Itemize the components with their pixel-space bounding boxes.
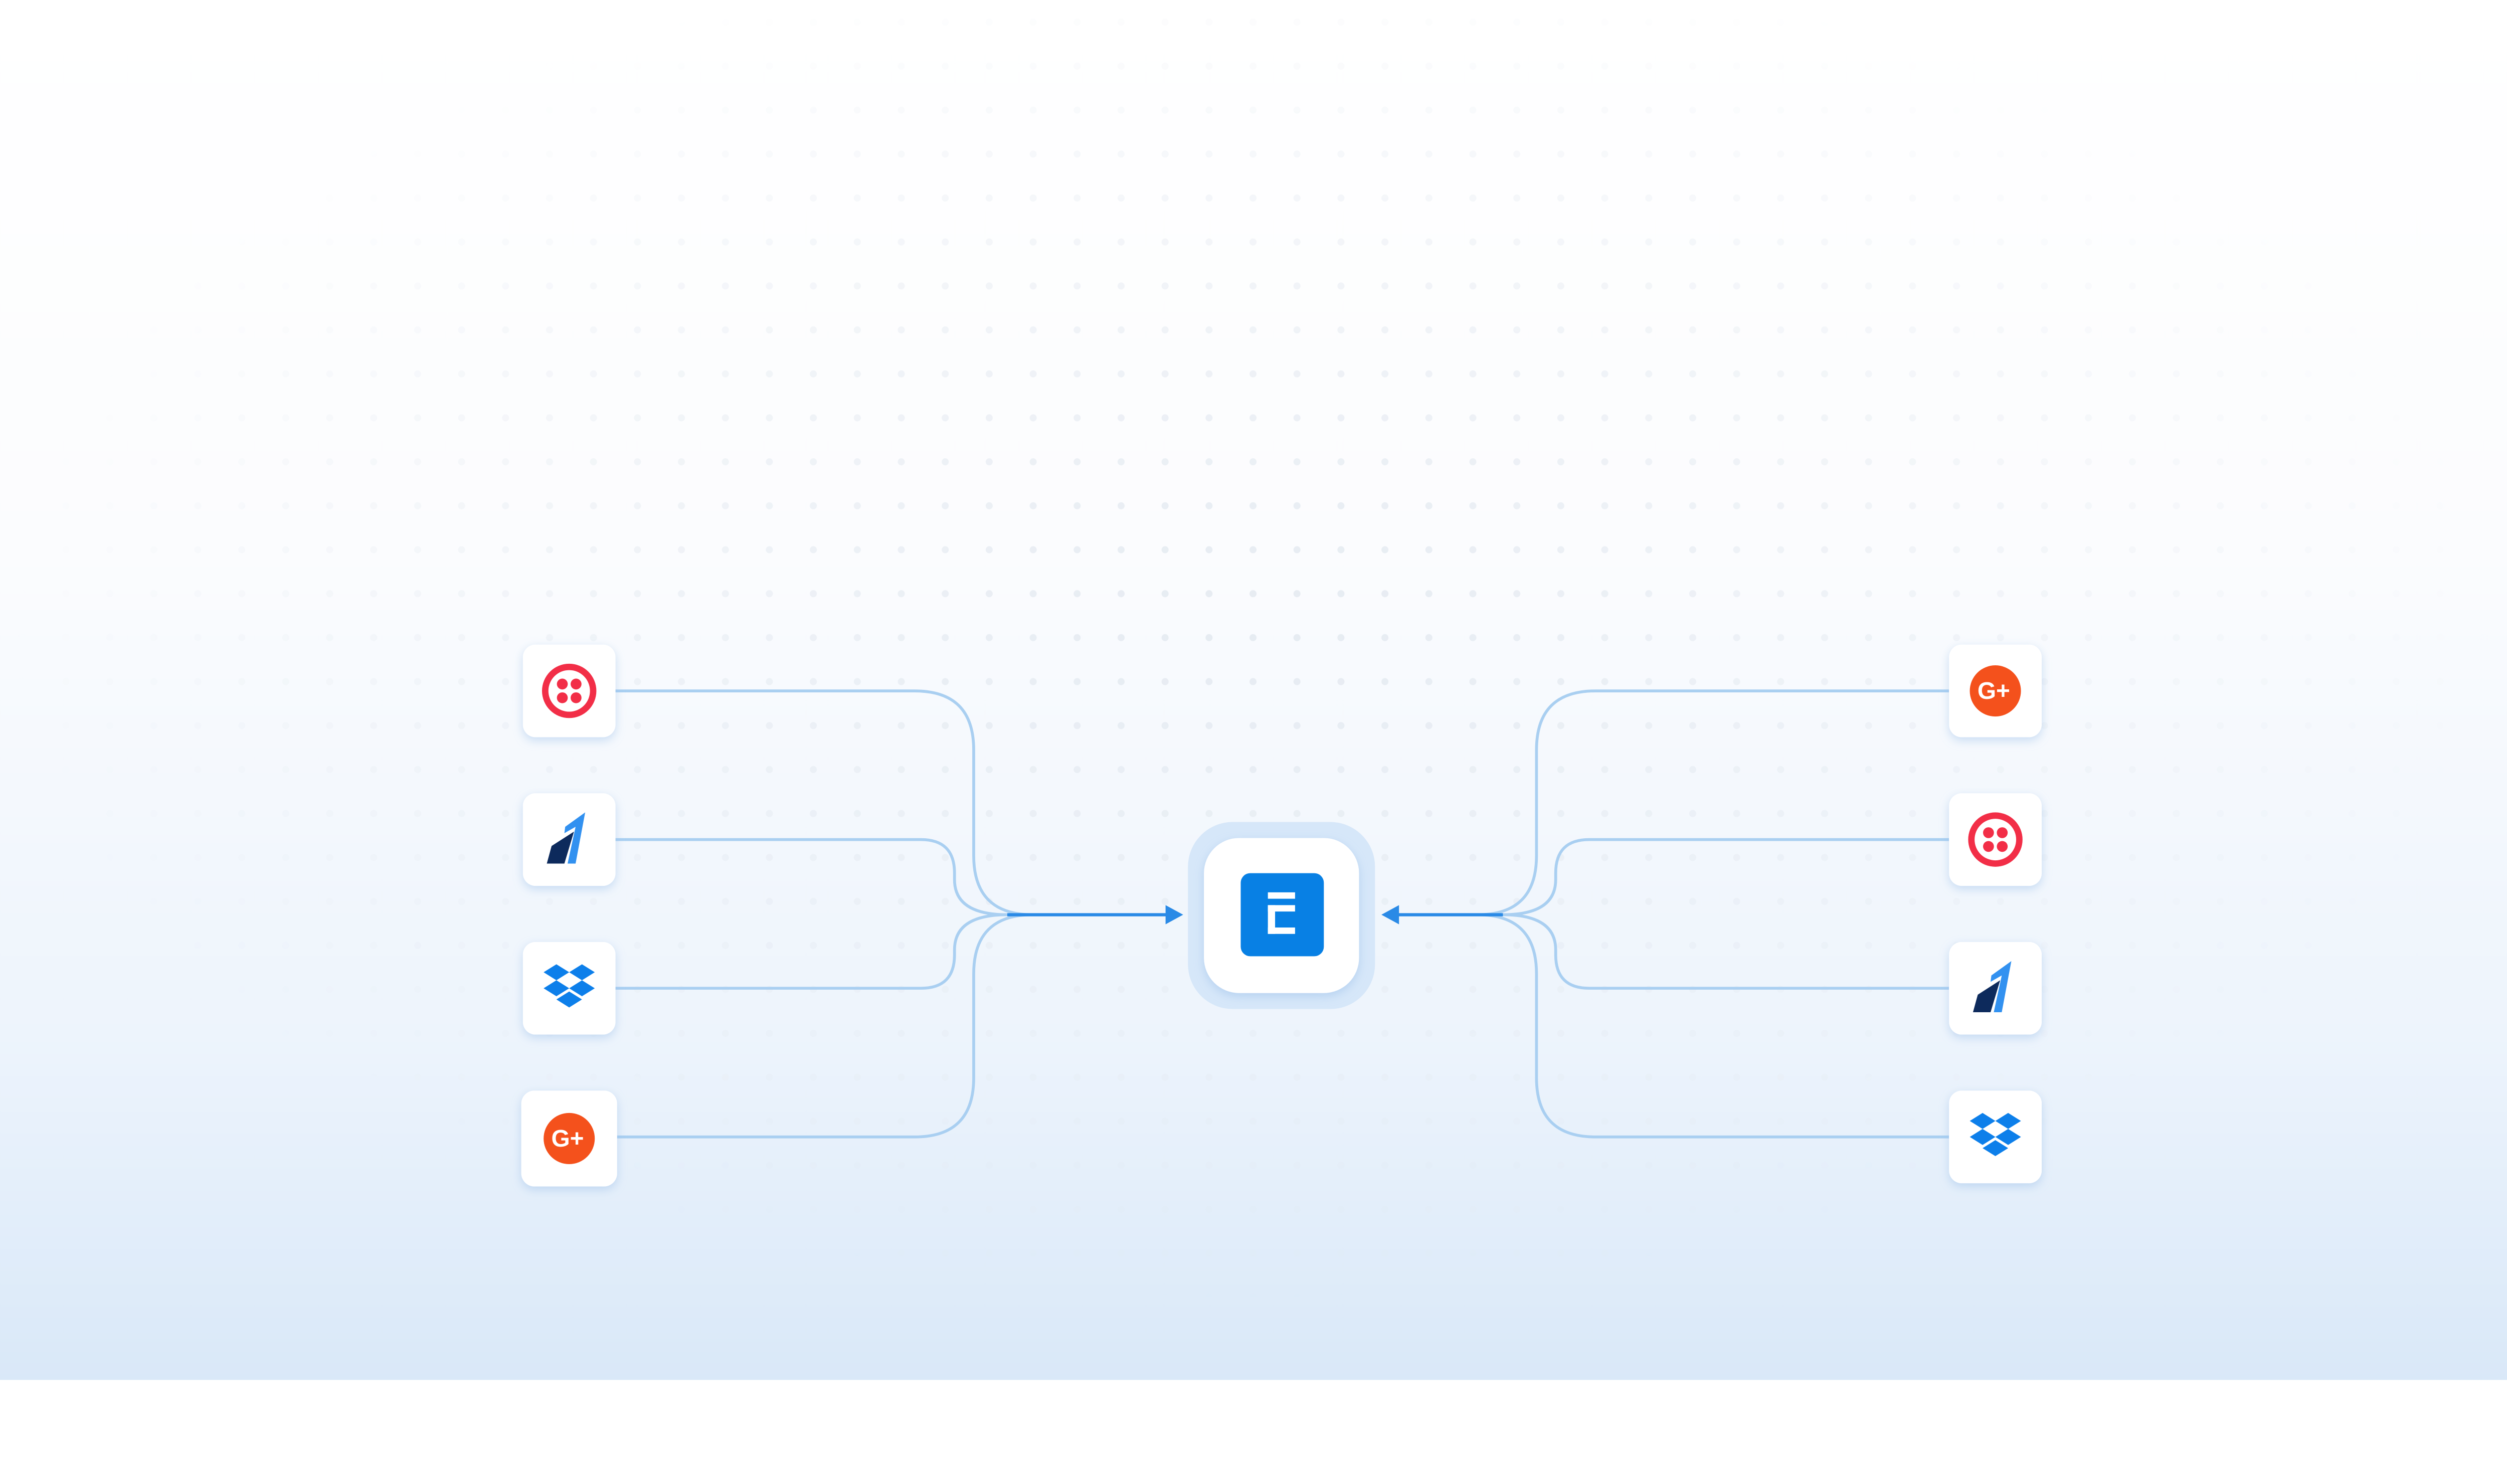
connector-right-2: [1503, 838, 1949, 916]
source-tile-left-google-plus[interactable]: [521, 1090, 617, 1187]
right-connectors: [1477, 689, 1949, 1139]
connector-left-4: [614, 913, 1033, 1139]
arrow-head-left: [1165, 905, 1183, 924]
connector-right-3: [1503, 913, 1949, 990]
source-tile-left-dropbox[interactable]: [522, 942, 616, 1035]
source-tile-right-twilio[interactable]: [1949, 793, 2042, 886]
google-plus-icon: [544, 1112, 595, 1164]
source-tile-right-dropbox[interactable]: [1949, 1090, 2042, 1184]
connector-left-1: [614, 689, 1033, 916]
connector-right-4: [1477, 913, 1949, 1139]
source-tile-right-google-plus[interactable]: [1949, 644, 2042, 737]
e-logo-icon: [1240, 873, 1324, 957]
google-plus-icon: [1969, 665, 2021, 717]
connector-left-3: [614, 913, 1007, 990]
source-tile-right-rocket[interactable]: [1949, 942, 2042, 1035]
connector-left-2: [614, 838, 1007, 916]
left-connectors: [614, 689, 1033, 1139]
arrow-head-right: [1381, 905, 1399, 924]
hub-node[interactable]: [1188, 822, 1375, 1009]
source-tile-left-twilio[interactable]: [522, 644, 616, 737]
outer-lines: [0, 689, 2507, 1139]
integration-diagram: G+: [0, 0, 2507, 1380]
twilio-icon: [542, 663, 597, 718]
source-tile-left-rocket[interactable]: [522, 793, 616, 886]
connector-right-1: [1477, 689, 1949, 916]
twilio-icon: [1968, 812, 2023, 867]
